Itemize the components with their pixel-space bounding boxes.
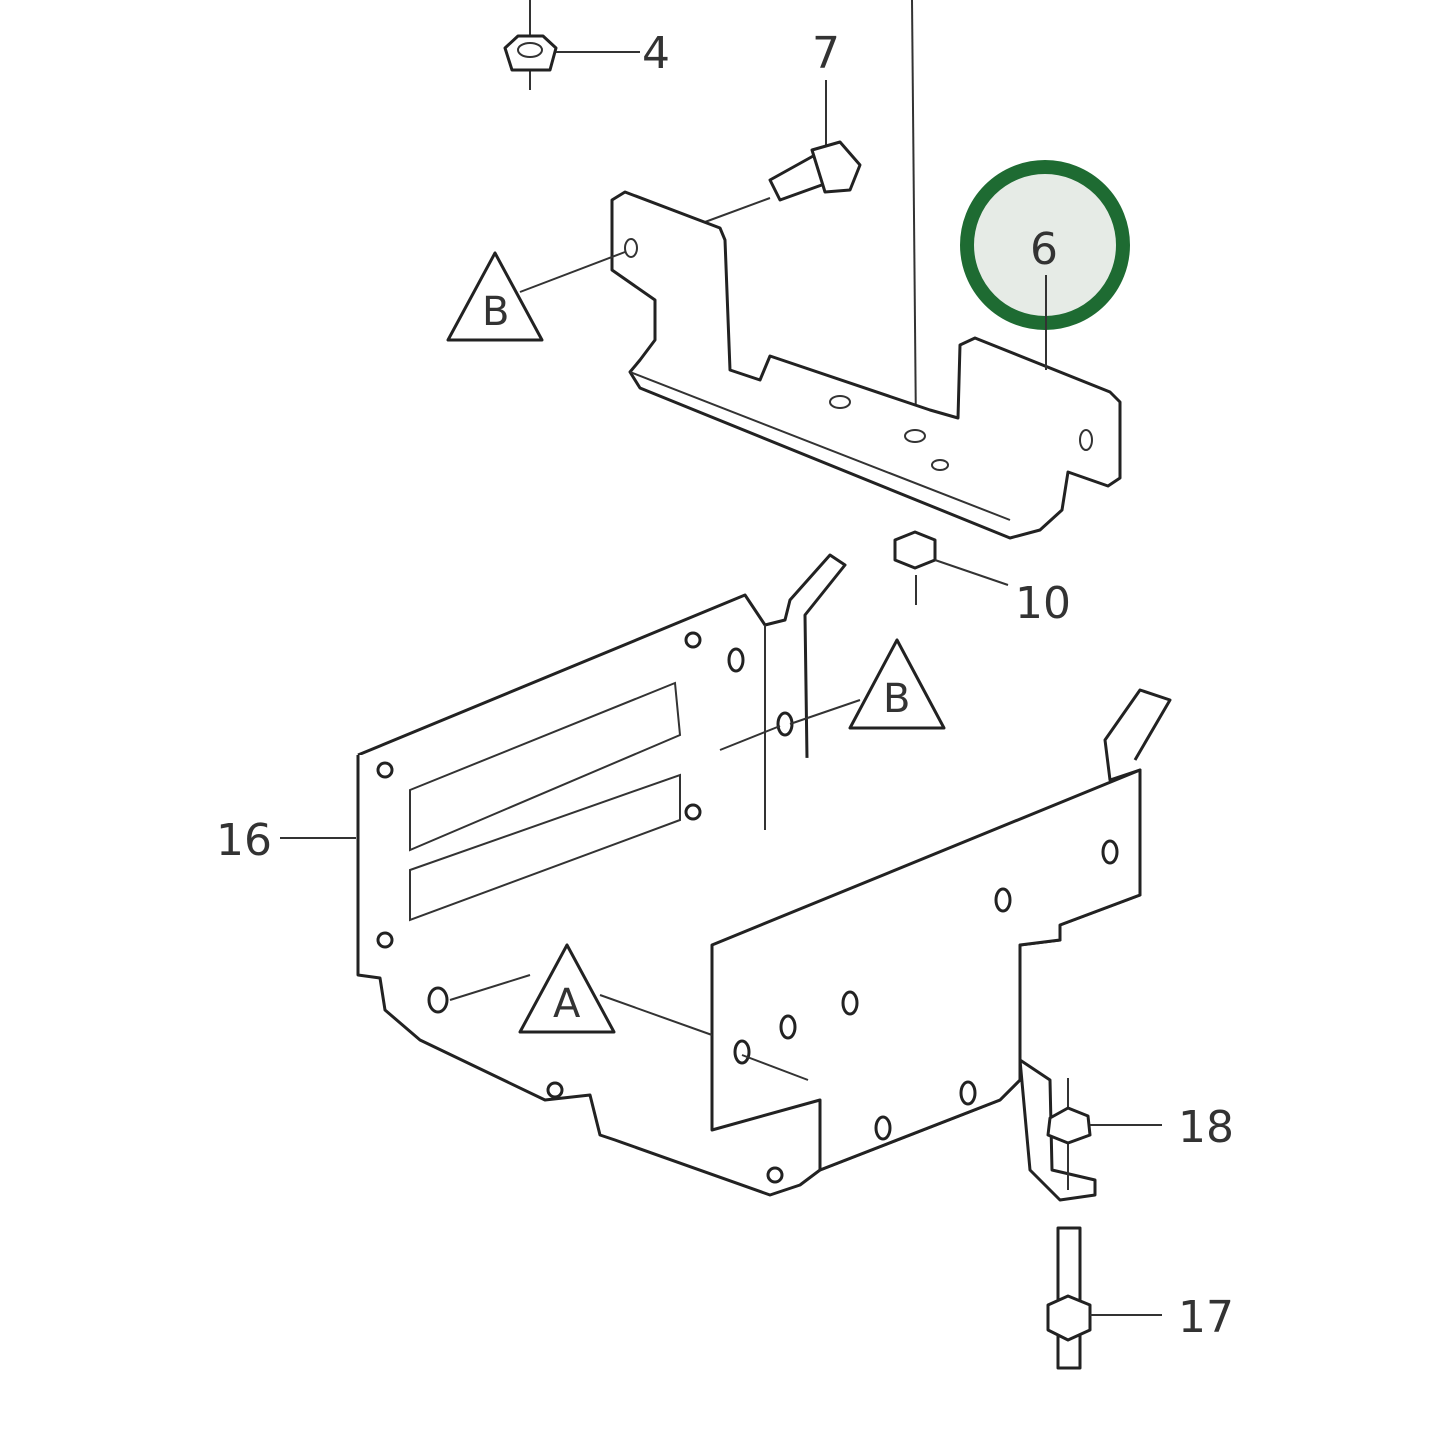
callout-4: 4 bbox=[642, 28, 670, 79]
part-6-bracket bbox=[610, 190, 1122, 540]
axis-line bbox=[911, 0, 917, 433]
callout-6: 6 bbox=[1030, 224, 1058, 275]
callout-10: 10 bbox=[1015, 578, 1071, 629]
callout-7: 7 bbox=[812, 28, 840, 79]
marker-b-lower-label: B bbox=[883, 676, 910, 722]
ref-marker-b-lower bbox=[789, 638, 946, 730]
part-17-stud bbox=[1046, 1226, 1162, 1370]
marker-a-label: A bbox=[553, 981, 581, 1027]
part-10-nut bbox=[893, 530, 1009, 586]
callout-17: 17 bbox=[1178, 1292, 1234, 1343]
ref-marker-b-upper bbox=[446, 251, 626, 342]
part-4-nut bbox=[503, 0, 640, 90]
marker-b-upper-label: B bbox=[482, 289, 509, 335]
highlight-ring-part-6 bbox=[960, 160, 1130, 370]
callout-16: 16 bbox=[216, 815, 272, 866]
part-7-bolt bbox=[704, 80, 862, 223]
ref-marker-a bbox=[449, 943, 713, 1036]
part-16-tray bbox=[280, 553, 1172, 1202]
callout-18: 18 bbox=[1178, 1102, 1234, 1153]
part-18-nut bbox=[1046, 1078, 1162, 1190]
